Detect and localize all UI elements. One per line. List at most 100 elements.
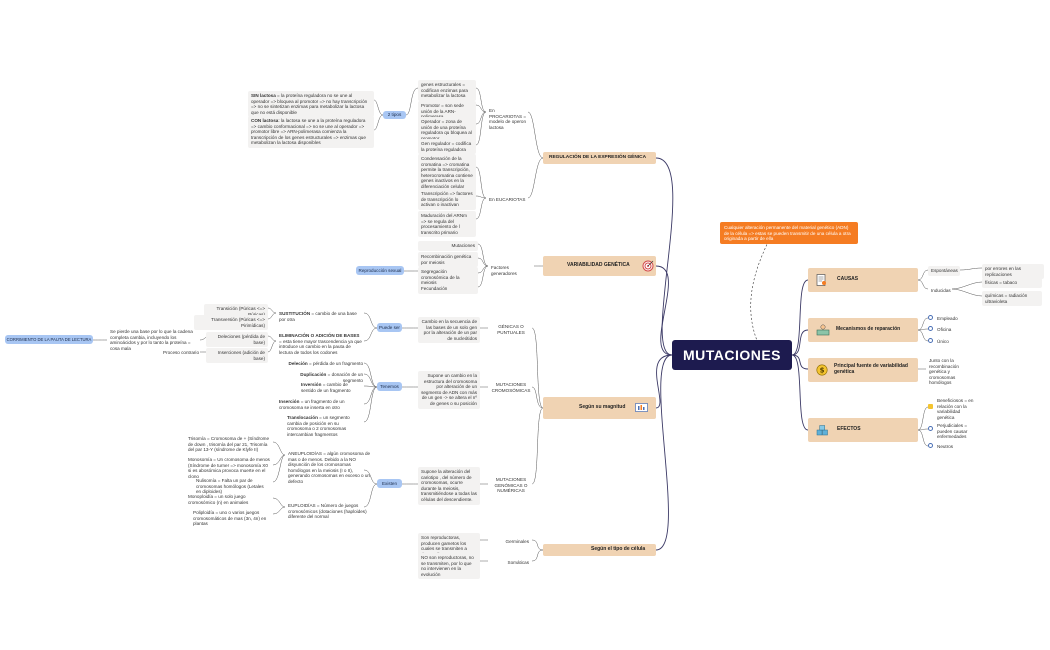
causas-quimicas[interactable]: químicas = radiación ultravioleta	[982, 291, 1042, 307]
efectos-item-label: Neutros	[937, 444, 954, 449]
fuente-detail[interactable]: Junto con la recombinación genética y cr…	[926, 356, 972, 388]
definition-note[interactable]: Cualquier alteración permanente del mate…	[720, 222, 858, 244]
branch-efectos[interactable]: EFECTOS	[808, 418, 918, 442]
causas-fisicas[interactable]: físicas = tabaco	[982, 278, 1042, 288]
eliminacion-title: ELIMINACIÓN O ADICIÓN DE BASES	[279, 333, 360, 338]
puede-ser-label: Puede ser	[379, 324, 400, 330]
deleciones[interactable]: Deleciones (pérdida de base)	[206, 332, 268, 348]
poliploidia-text: Poliploidía = uno o varios juegos cromos…	[193, 510, 267, 527]
monosomia[interactable]: Monosomía = Un cromosoma de menos (Síndr…	[185, 455, 273, 481]
definition-note-text: Cualquier alteración permanente del mate…	[724, 225, 851, 242]
euploidias[interactable]: EUPLOIDÍAS = Número de juegos cromosómic…	[285, 501, 375, 522]
proc-item[interactable]: Operador = zona de unión de una proteína…	[418, 117, 476, 144]
genomicas-desc[interactable]: Supone la alteración del cariotipo , del…	[418, 467, 480, 505]
regulacion-tipos[interactable]: 2 tipos	[383, 111, 406, 119]
proc-item[interactable]: Gen regulador = codifica la proteína reg…	[418, 139, 476, 155]
celula-germinales[interactable]: Germinales	[488, 537, 532, 547]
variabilidad-item-text: Recombinación genética por meiosis	[421, 254, 472, 265]
celula-germinales-label: Germinales	[505, 539, 530, 544]
magnitud-cromosomicas[interactable]: MUTACIONES CROMOSÓMICAS	[488, 380, 534, 395]
euc-item[interactable]: Maduración del ARNm => se regula del pro…	[418, 211, 476, 238]
poliploidia[interactable]: Poliploidía = uno o varios juegos cromos…	[190, 508, 273, 529]
aneuploidias[interactable]: ANEUPLOIDÍAS = algún cromosoma de mas o …	[285, 449, 375, 487]
target-icon	[642, 260, 654, 272]
eliminacion[interactable]: ELIMINACIÓN O ADICIÓN DE BASES = esta ti…	[276, 331, 366, 357]
branch-regulacion[interactable]: REGULACIÓN DE LA EXPRESIÓN GÉNICA	[543, 152, 656, 164]
tenemos[interactable]: Tenemos	[377, 382, 402, 391]
efectos-item-label: Perjudiciales = pueden causar enfermedad…	[937, 423, 968, 440]
transversion[interactable]: Transversión (Púricas <=> Pirimídicas)	[194, 315, 268, 331]
con-lactosa[interactable]: CON lactosa: la lactosa se une a la prot…	[248, 116, 374, 148]
proc-item[interactable]: Promotor = son sede unión de la ARN-poli…	[418, 101, 476, 122]
crom-item[interactable]: Duplicación = donación de un segmento	[282, 370, 366, 385]
branch-fuente-title: Principal fuente de variabilidad genétic…	[834, 363, 908, 375]
branch-magnitud[interactable]: Según su magnitud	[543, 397, 656, 419]
bullet-icon	[928, 338, 933, 343]
proceso-contrario[interactable]: Proceso contrario	[160, 348, 202, 358]
causas-espontaneas-detail-text: por errores en las replicaciones	[985, 266, 1022, 277]
inserciones[interactable]: Inserciones (adición de base)	[206, 348, 268, 364]
root-node[interactable]: MUTACIONES	[672, 340, 792, 370]
puede-ser[interactable]: Puede ser	[377, 323, 402, 332]
variabilidad-item-text: Fecundación	[421, 286, 448, 291]
branch-fuente[interactable]: $ Principal fuente de variabilidad genét…	[808, 358, 918, 382]
crom-item[interactable]: Inserción = un fragmento de un cromosoma…	[276, 397, 366, 412]
crom-item-title: Translocación	[287, 415, 318, 420]
monoploidia[interactable]: Monoploidía = un solo juego cromosómico …	[185, 492, 273, 507]
proc-item[interactable]: genes estructurales = codifican enzimas …	[418, 80, 476, 101]
branch-causas[interactable]: CAUSAS	[808, 268, 918, 292]
pauta-desc[interactable]: Se pierde una base por lo que la cadena …	[107, 327, 203, 353]
crom-item-title: Inversión	[301, 382, 322, 387]
efectos-item[interactable]: Beneficiosos = en relación con la variab…	[934, 396, 980, 422]
sustitucion[interactable]: SUSTITUCIÓN = cambio de una base por otr…	[276, 309, 366, 324]
reparacion-item-label: Oficina	[937, 327, 952, 332]
euc-item[interactable]: Transcripción => factores de transcripci…	[418, 189, 476, 210]
regulacion-procariotas[interactable]: En PROCARIOTAS = modelo de operon lactos…	[486, 106, 530, 132]
causas-inducidas[interactable]: Inducidas	[928, 286, 954, 296]
variabilidad-item[interactable]: Segregación cromosómica de la meiosis	[418, 267, 478, 288]
branch-reparacion[interactable]: Mecanismos de reparación	[808, 318, 918, 342]
variabilidad-item[interactable]: Recombinación genética por meiosis	[418, 252, 478, 268]
reparacion-item[interactable]: Oficina	[934, 325, 974, 335]
document-icon	[816, 274, 827, 286]
branch-variabilidad[interactable]: VARIABILIDAD GENÉTICA	[543, 256, 656, 276]
variabilidad-item[interactable]: Fecundación	[418, 284, 478, 294]
euc-item-text: Condensación de la cromatina => cromatin…	[421, 156, 473, 189]
causas-espontaneas[interactable]: Espontáneas	[928, 266, 960, 276]
genomicas-desc-text: Supone la alteración del cariotipo , del…	[421, 469, 477, 502]
euploidias-text: EUPLOIDÍAS = Número de juegos cromosómic…	[288, 503, 367, 520]
variabilidad-factores[interactable]: Factores generadores	[488, 263, 534, 278]
magnitud-genicas[interactable]: GÉNICAS O PUNTUALES	[488, 322, 534, 337]
reproduccion-sexual[interactable]: Reproducción sexual	[356, 266, 404, 275]
variabilidad-item[interactable]: Mutaciones	[418, 241, 478, 251]
efectos-item[interactable]: Neutros	[934, 442, 974, 452]
branch-magnitud-title: Según su magnitud	[579, 404, 626, 411]
existen[interactable]: Existen	[377, 479, 402, 488]
regulacion-eucariotas[interactable]: En EUCARIOTAS	[486, 195, 530, 205]
euc-item[interactable]: Condensación de la cromatina => cromatin…	[418, 154, 476, 192]
corrimiento-pauta[interactable]: CORRIMIENTO DE LA PAUTA DE LECTURA	[5, 335, 93, 344]
inserciones-text: Inserciones (adición de base)	[217, 350, 265, 361]
reparacion-item[interactable]: Único	[934, 337, 974, 347]
nulisomia[interactable]: Nulisomía = Falta un par de cromosomas h…	[193, 476, 273, 497]
crom-item[interactable]: Translocación = un segmento cambia de po…	[284, 413, 366, 439]
magnitud-genomicas[interactable]: MUTACIONES GENÓMICAS O NUMÉRICAS	[488, 475, 534, 496]
existen-label: Existen	[381, 480, 398, 486]
sustitucion-title: SUSTITUCIÓN	[279, 311, 311, 316]
cromosomicas-desc[interactable]: Supone un cambio en la estructura del cr…	[418, 371, 480, 409]
trisomia[interactable]: Trisomía = Cromosoma de + (Síndrome de d…	[185, 434, 273, 455]
crom-item-text: = donación de un segmento	[326, 372, 363, 383]
sin-lactosa[interactable]: SIN lactosa = la proteína reguladora no …	[248, 91, 374, 118]
genicas-desc[interactable]: Cambio en la secuencia de las bases de u…	[418, 317, 480, 344]
somaticas-desc[interactable]: NO son reproductoras, no se transmiten, …	[418, 553, 480, 580]
causas-espontaneas-detail[interactable]: por errores en las replicaciones	[982, 264, 1044, 280]
reparacion-item[interactable]: Empleado	[934, 314, 974, 324]
efectos-item[interactable]: Perjudiciales = pueden causar enfermedad…	[934, 421, 980, 442]
crom-item[interactable]: Inversión = cambio de sentido de un frag…	[298, 380, 366, 395]
crom-item-title: Inserción	[279, 399, 300, 404]
celula-somaticas[interactable]: Somáticas	[488, 558, 532, 568]
crom-item[interactable]: Deleción = pérdida de un fragmento	[282, 359, 366, 369]
crom-item-text: = un fragmento de un cromosoma se insert…	[279, 399, 345, 410]
branch-celula[interactable]: Según el tipo de célula	[543, 544, 656, 556]
sustitucion-text: = cambio de una base por otra	[279, 311, 357, 322]
